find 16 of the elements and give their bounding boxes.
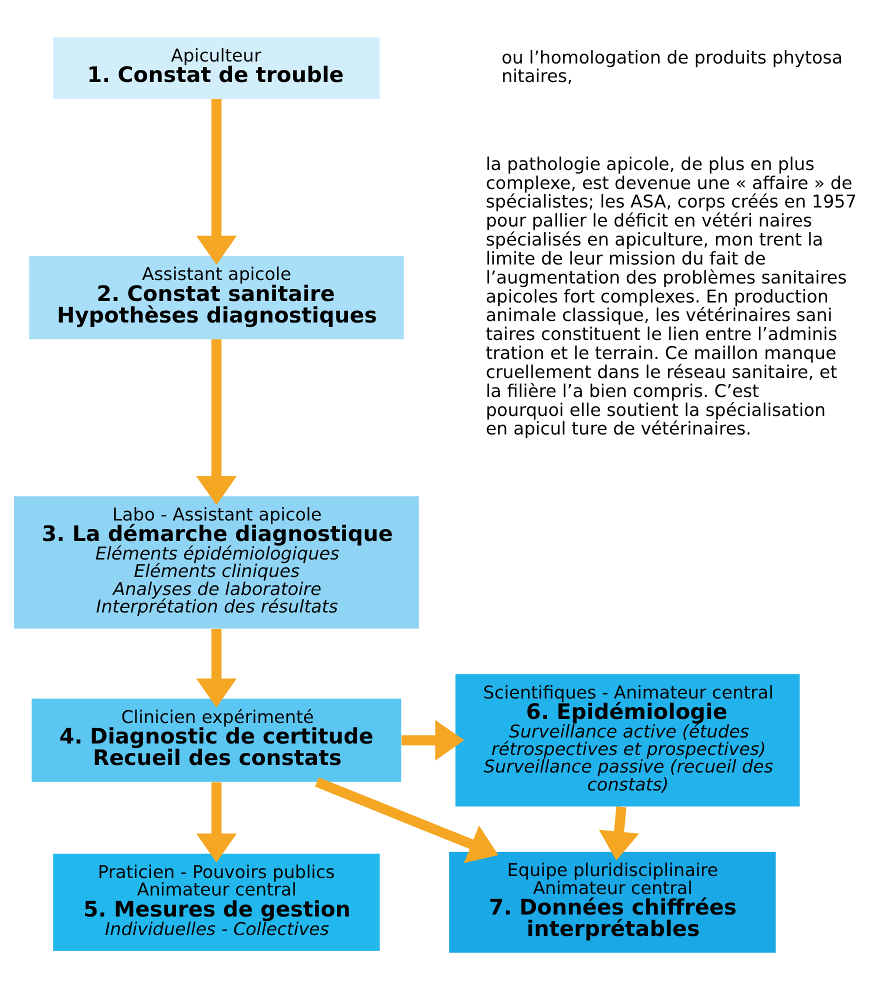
node-box: Labo - Assistant apicole 3. La démarche diagnostique Eléments épidémiologiques Eléments cliniques Analyses de laboratoire Interprétation des résultats <box>14 496 418 629</box>
node-box: Assistant apicole 2. Constat sanitaire Hypothèses diagnostiques <box>28 256 404 340</box>
arrow <box>314 777 498 864</box>
arrow <box>598 806 639 860</box>
label: ou l’homologation de produits phytosa nitaires, <box>500 48 842 88</box>
node-box: Equipe pluridisciplinaire Animateur central 7. Données chiffrées interprétables <box>448 852 776 953</box>
node-box: Praticien - Pouvoirs publics Animateur central 5. Mesures de gestion Individuelles - Collectives <box>52 854 380 951</box>
arrow <box>196 99 236 265</box>
node-box: Clinicien expérimenté 4. Diagnostic de certitude Recueil des constats <box>31 698 401 782</box>
arrow <box>401 720 464 761</box>
node-box: Apiculteur 1. Constat de trouble <box>52 37 380 99</box>
node-box: Scientifiques - Animateur central 6. Epidémiologie Surveillance active (études rétrospectives et prospectives) Surveillance passive (recueil des constats) <box>454 674 800 806</box>
label: la pathologie apicole, de plus en plus complexe, est devenue une « affaire » de spécialistes; les ASA, corps créés en 1957 pour pallier le déficit en vétéri naires spécialisés en apiculture, mon trent la limite de leur mission du fait de l’augmentation des problèmes sanitaires apicoles fort complexes. En production animale classique, les vétérinaires sani taires constituent le lien entre l’adminis tration et le terrain. Ce maillon manque cruellement dans le réseau sanitaire, et la filière l’a bien compris. C’est pourquoi elle soutient la spécialisation en apicul ture de vétérinaires. <box>485 154 856 440</box>
arrow <box>196 629 236 708</box>
arrow <box>196 339 236 506</box>
arrow <box>196 782 236 862</box>
